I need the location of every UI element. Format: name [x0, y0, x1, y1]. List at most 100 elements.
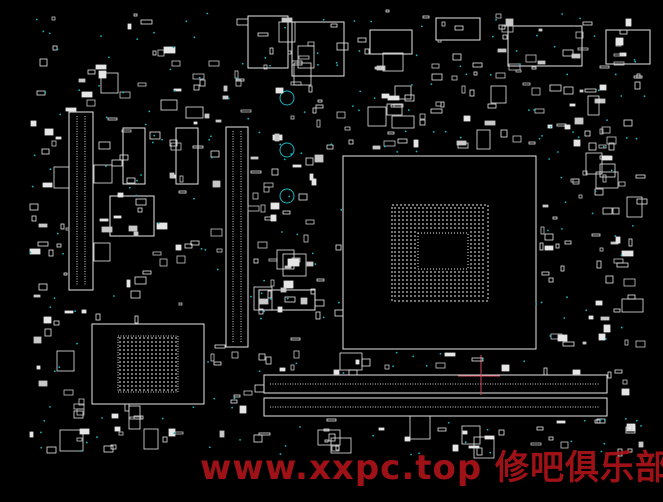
- smd-component: [76, 437, 83, 442]
- smd-component: [270, 279, 275, 287]
- socket-pad: [398, 283, 400, 285]
- smd-component: [508, 63, 521, 71]
- smd-component: [210, 228, 223, 237]
- via: [634, 60, 637, 63]
- socket-pad: [446, 219, 448, 221]
- smd-component: [617, 448, 623, 457]
- socket-pad: [470, 267, 472, 269]
- smd-component: [572, 369, 581, 375]
- smd-component: [602, 207, 613, 215]
- smd-component: [502, 34, 508, 40]
- via: [269, 64, 271, 67]
- smd-component: [562, 341, 575, 347]
- via: [395, 351, 398, 354]
- bga-ball: [143, 373, 145, 375]
- smd-component: [210, 150, 220, 158]
- socket-pad: [454, 291, 456, 293]
- via: [523, 360, 526, 363]
- smd-component: [431, 63, 440, 69]
- bga-ball: [159, 369, 161, 371]
- smd-component: [623, 119, 633, 127]
- pcie-slot-middle[interactable]: [225, 126, 249, 348]
- io-connectors[interactable]: [247, 15, 651, 77]
- smd-component: [419, 113, 426, 120]
- pcie-slot-left[interactable]: [68, 111, 94, 291]
- smd-component: [452, 53, 462, 61]
- smd-component: [469, 89, 475, 97]
- socket-pad: [482, 211, 484, 213]
- smd-component: [73, 403, 85, 410]
- smd-component: [624, 339, 629, 346]
- bga-ball: [123, 357, 125, 359]
- smd-component: [204, 113, 210, 119]
- chipset-bga[interactable]: [91, 323, 205, 405]
- smd-component: [178, 190, 187, 194]
- socket-pad: [426, 223, 428, 225]
- bga-ball: [175, 341, 177, 343]
- socket-pad: [410, 263, 412, 265]
- smd-component: [298, 193, 308, 201]
- dimm-slot-b[interactable]: [263, 397, 608, 417]
- bga-ball: [127, 381, 129, 383]
- socket-pad: [414, 267, 416, 269]
- smd-component: [381, 93, 390, 99]
- smd-component: [56, 243, 62, 248]
- smd-component: [38, 223, 48, 228]
- via: [295, 362, 298, 365]
- socket-pad: [466, 291, 468, 293]
- smd-component: [316, 278, 325, 282]
- smd-component: [525, 54, 537, 63]
- via: [335, 61, 338, 64]
- cpu-socket[interactable]: [342, 155, 537, 350]
- smd-component: [484, 435, 495, 440]
- via: [425, 364, 428, 367]
- bga-ball: [167, 353, 169, 355]
- smd-component: [598, 144, 607, 149]
- smd-component: [430, 108, 443, 114]
- socket-pad: [430, 223, 432, 225]
- via: [620, 254, 623, 257]
- socket-pad: [446, 283, 448, 285]
- bga-ball: [123, 373, 125, 375]
- socket-pad: [474, 227, 476, 229]
- smd-component: [81, 91, 93, 98]
- socket-pad: [438, 291, 440, 293]
- bga-ball: [147, 381, 149, 383]
- smd-component: [79, 428, 90, 435]
- socket-pad: [434, 291, 436, 293]
- socket-pad: [446, 275, 448, 277]
- bga-ball: [151, 349, 153, 351]
- socket-pad: [458, 283, 460, 285]
- bga-ball: [119, 349, 121, 351]
- dotted-headers[interactable]: [109, 127, 316, 311]
- ic-footprint: [317, 429, 341, 446]
- smd-component: [444, 352, 456, 357]
- smd-component: [305, 219, 315, 225]
- via: [264, 56, 267, 59]
- smd-component: [601, 155, 613, 161]
- via: [42, 30, 45, 33]
- via: [643, 95, 646, 98]
- socket-pad: [450, 227, 452, 229]
- bga-ball: [175, 353, 177, 355]
- socket-pad: [414, 227, 416, 229]
- socket-pad: [426, 215, 428, 217]
- smd-component: [162, 436, 168, 443]
- bga-ball: [135, 373, 137, 375]
- smd-component: [31, 215, 37, 222]
- smd-component: [431, 73, 443, 81]
- socket-pad: [466, 219, 468, 221]
- socket-pad: [466, 283, 468, 285]
- socket-pad: [462, 283, 464, 285]
- smd-component: [336, 42, 349, 51]
- smd-component: [530, 442, 542, 446]
- smd-component: [149, 131, 161, 140]
- smd-component: [534, 108, 545, 114]
- dimm-slot-a[interactable]: [263, 374, 608, 394]
- via: [640, 424, 642, 427]
- smd-component: [55, 136, 62, 140]
- via: [430, 83, 433, 86]
- via: [62, 252, 64, 255]
- ic-footprint: [476, 129, 491, 150]
